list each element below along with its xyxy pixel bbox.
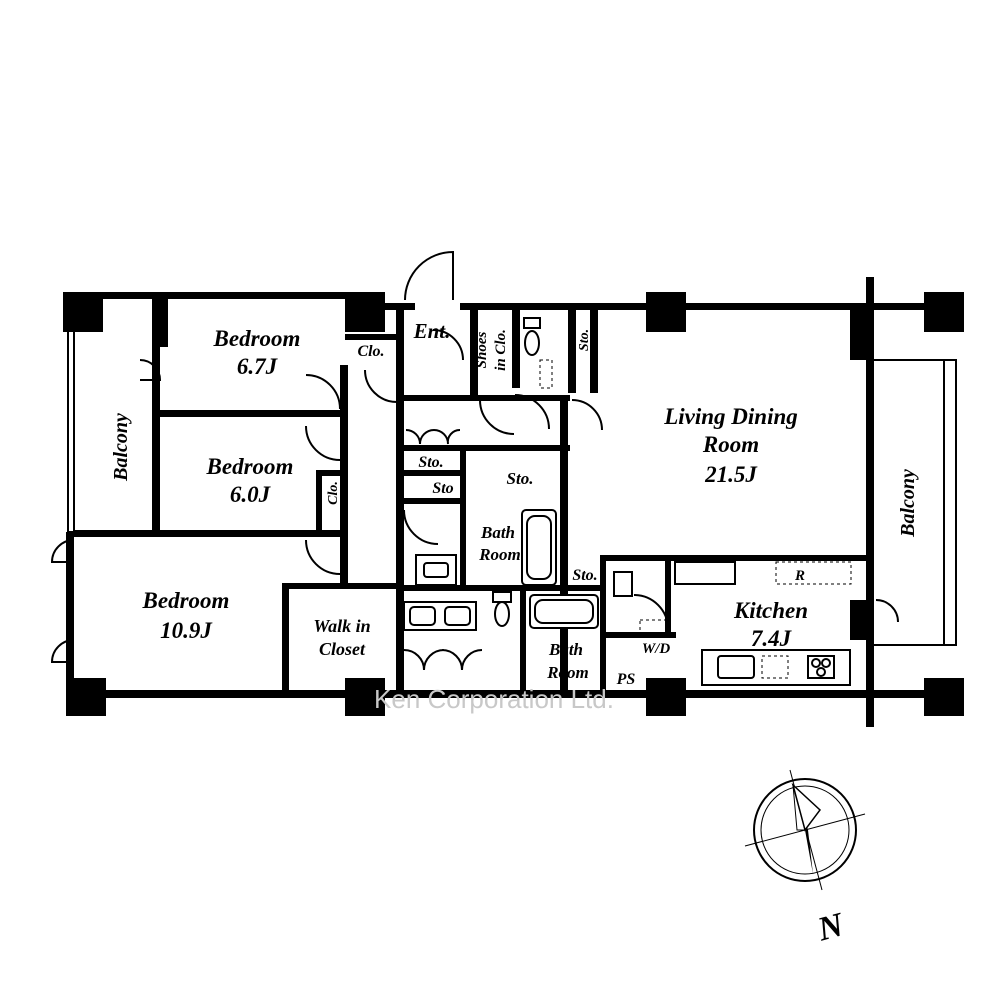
closet-top-label: Clo. bbox=[357, 343, 384, 360]
windows bbox=[155, 365, 873, 640]
washer-dryer-label: W/D bbox=[642, 641, 671, 657]
fixtures bbox=[403, 317, 852, 686]
compass-north-label: N bbox=[813, 906, 849, 949]
shoes-closet-label-2: in Clo. bbox=[493, 329, 509, 371]
shoes-closet-label: Shoes bbox=[474, 332, 490, 369]
bath-room-1-label-2: Room bbox=[478, 545, 521, 564]
storage-kitchen-label: Sto. bbox=[572, 567, 597, 584]
bedroom-2-size: 6.0J bbox=[230, 482, 272, 507]
pipe-space-label: PS bbox=[616, 671, 636, 688]
exterior-walls bbox=[66, 277, 926, 727]
bath-room-2-label: Bath bbox=[548, 640, 583, 659]
bedroom-3-label: Bedroom bbox=[142, 588, 230, 613]
living-size: 21.5J bbox=[704, 462, 758, 487]
balcony-east-outline bbox=[868, 359, 957, 646]
living-label: Living Dining bbox=[663, 404, 798, 429]
storage-top-label: Sto. bbox=[577, 329, 592, 351]
closet-mid-label: Clo. bbox=[326, 481, 341, 505]
walk-in-closet-label: Walk in bbox=[313, 616, 370, 636]
storage-left-label: Sto. bbox=[418, 454, 443, 471]
bath-room-2-label-2: Room bbox=[546, 663, 589, 682]
interior-walls bbox=[74, 297, 868, 695]
bedroom-1-size: 6.7J bbox=[237, 354, 279, 379]
balcony-east-label: Balcony bbox=[897, 469, 919, 538]
entrance-label: Ent. bbox=[413, 319, 451, 343]
door-swings bbox=[50, 250, 899, 663]
kitchen-size: 7.4J bbox=[751, 626, 793, 651]
storage-small-label: Sto bbox=[432, 480, 453, 497]
living-label-2: Room bbox=[702, 432, 759, 457]
compass-icon bbox=[744, 769, 866, 891]
bedroom-3-size: 10.9J bbox=[160, 618, 213, 643]
walk-in-closet-label-2: Closet bbox=[319, 639, 366, 659]
bedroom-1-label: Bedroom bbox=[213, 326, 301, 351]
watermark: Ken Corporation Ltd. bbox=[374, 684, 614, 714]
bath-room-1-label: Bath bbox=[480, 523, 515, 542]
storage-center-label: Sto. bbox=[507, 469, 534, 488]
structural-columns bbox=[63, 292, 964, 716]
refrigerator-label: R bbox=[794, 568, 805, 584]
balcony-west-label: Balcony bbox=[110, 413, 132, 482]
balcony-west-outline bbox=[67, 299, 100, 533]
bedroom-2-label: Bedroom bbox=[206, 454, 294, 479]
kitchen-label: Kitchen bbox=[733, 598, 808, 623]
